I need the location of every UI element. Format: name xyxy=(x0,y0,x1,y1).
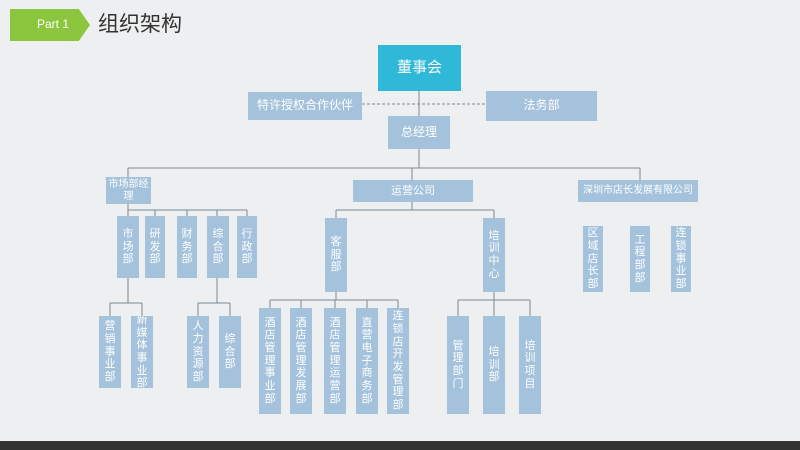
franchise-partner-box: 特许授权合作伙伴 xyxy=(248,92,362,120)
subsidiary-company-box: 深圳市店长发展有限公司 xyxy=(578,180,698,202)
dept-box: 市场部 xyxy=(117,216,139,278)
subsidiary-dept-box: 连锁事业部 xyxy=(671,226,691,292)
legal-dept-box: 法务部 xyxy=(486,91,597,121)
subsidiary-dept-box: 区域店长部 xyxy=(583,226,603,292)
ops-sub-dept-box: 酒店管理事业部 xyxy=(259,308,281,414)
sub-dept-box: 新媒体事业部 xyxy=(131,316,153,388)
ops-sub-dept-box: 连锁店开发管理部 xyxy=(387,308,409,414)
sub-dept-box: 综合部 xyxy=(219,316,241,388)
training-center-box: 培训中心 xyxy=(483,218,505,292)
gm-box: 总经理 xyxy=(388,116,450,149)
ops-sub-dept-box: 直营电子商务部 xyxy=(356,308,378,414)
dept-box: 财务部 xyxy=(177,216,197,278)
ops-sub-dept-box: 酒店管理发展部 xyxy=(290,308,312,414)
ops-sub-dept-box: 酒店管理运营部 xyxy=(324,308,346,414)
sub-dept-box: 营销事业部 xyxy=(99,316,121,388)
board-box: 董事会 xyxy=(378,45,461,91)
operations-company-box: 运营公司 xyxy=(353,180,473,202)
bottom-bar xyxy=(0,441,800,450)
customer-service-box: 客服部 xyxy=(325,218,347,292)
page-title: 组织架构 xyxy=(98,12,182,36)
center-sub-dept-box: 管理部门 xyxy=(447,316,469,414)
subsidiary-dept-box: 工程部部 xyxy=(630,226,650,292)
part-label: Part 1 xyxy=(37,17,70,31)
dept-box: 综合部 xyxy=(207,216,229,278)
market-manager-box: 市场部经理 xyxy=(106,177,151,204)
dept-box: 研发部 xyxy=(145,216,165,278)
center-sub-dept-box: 培训部 xyxy=(483,316,505,414)
sub-dept-box: 人力资源部 xyxy=(187,316,209,388)
part-banner: Part 1 xyxy=(10,9,90,41)
center-sub-dept-box: 培训项目 xyxy=(519,316,541,414)
dept-box: 行政部 xyxy=(237,216,257,278)
